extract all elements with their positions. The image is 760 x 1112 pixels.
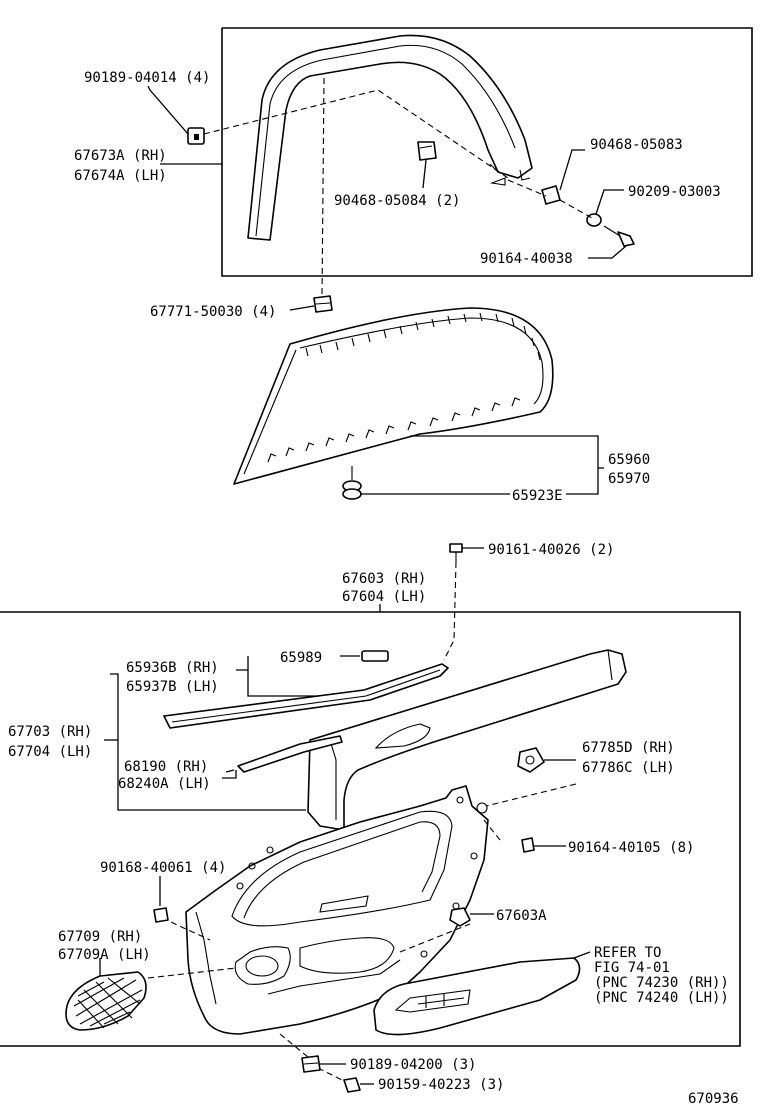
label-90468-05083: 90468-05083 (590, 137, 683, 153)
label-67603: 67603 (RH) (342, 571, 426, 587)
screw-90159-40223 (343, 1077, 361, 1093)
label-68190: 68190 (RH) (124, 759, 208, 775)
top-group-box (221, 27, 753, 277)
clip-67603A (449, 907, 471, 927)
quarter-window-glass (233, 307, 554, 485)
upper-door-trim (307, 649, 627, 831)
label-67771-50030: 67771-50030 (4) (150, 304, 276, 320)
screw-90164-40038 (603, 225, 635, 247)
screw-90164-40105 (521, 837, 535, 853)
inner-strip-68190 (237, 735, 343, 773)
armrest (373, 957, 581, 1036)
clip-90189-04014 (187, 127, 205, 145)
clip-65923E (342, 466, 362, 500)
label-67604: 67604 (LH) (342, 589, 426, 605)
label-67785D: 67785D (RH) (582, 740, 675, 756)
label-68240A: 68240A (LH) (118, 776, 211, 792)
label-67709A: 67709A (LH) (58, 947, 151, 963)
clip-90168-40061 (153, 907, 169, 923)
label-67704: 67704 (LH) (8, 744, 92, 760)
label-67703: 67703 (RH) (8, 724, 92, 740)
label-90209-03003: 90209-03003 (628, 184, 721, 200)
clip-90468-05083 (541, 185, 561, 205)
diagram-id: 670936 (688, 1091, 739, 1107)
label-90164-40105: 90164-40105 (8) (568, 840, 694, 856)
label-90159-40223: 90159-40223 (3) (378, 1077, 504, 1093)
label-67673A: 67673A (RH) (74, 148, 167, 164)
label-refer-4: (PNC 74240 (LH)) (594, 990, 729, 1006)
label-67709: 67709 (RH) (58, 929, 142, 945)
clip-65989 (361, 650, 389, 662)
screw-90161-40026 (449, 543, 463, 562)
label-90468-05084: 90468-05084 (2) (334, 193, 460, 209)
label-65936B: 65936B (RH) (126, 660, 219, 676)
label-67786C: 67786C (LH) (582, 760, 675, 776)
clip-67771-50030 (313, 295, 333, 313)
label-65960: 65960 (608, 452, 650, 468)
label-65923E: 65923E (512, 488, 563, 504)
clip-90468-05084 (417, 141, 437, 161)
label-refer-3: (PNC 74230 (RH)) (594, 975, 729, 991)
label-67674A: 67674A (LH) (74, 168, 167, 184)
label-90189-04200: 90189-04200 (3) (350, 1057, 476, 1073)
label-refer-1: REFER TO (594, 945, 661, 961)
label-90164-40038: 90164-40038 (480, 251, 573, 267)
label-65970: 65970 (608, 471, 650, 487)
speaker-grille (65, 971, 147, 1031)
weatherstrip (163, 663, 449, 729)
label-refer-2: FIG 74-01 (594, 960, 670, 976)
grommet-67785D (517, 747, 545, 773)
label-65937B: 65937B (LH) (126, 679, 219, 695)
label-65989: 65989 (280, 650, 322, 666)
label-90168-40061: 90168-40061 (4) (100, 860, 226, 876)
label-67603A: 67603A (496, 908, 547, 924)
clip-90189-04200 (301, 1055, 321, 1073)
label-90161-40026: 90161-40026 (2) (488, 542, 614, 558)
door-trim-board (185, 785, 489, 1035)
window-frame-garnish (247, 34, 533, 241)
label-90189-04014: 90189-04014 (4) (84, 70, 210, 86)
